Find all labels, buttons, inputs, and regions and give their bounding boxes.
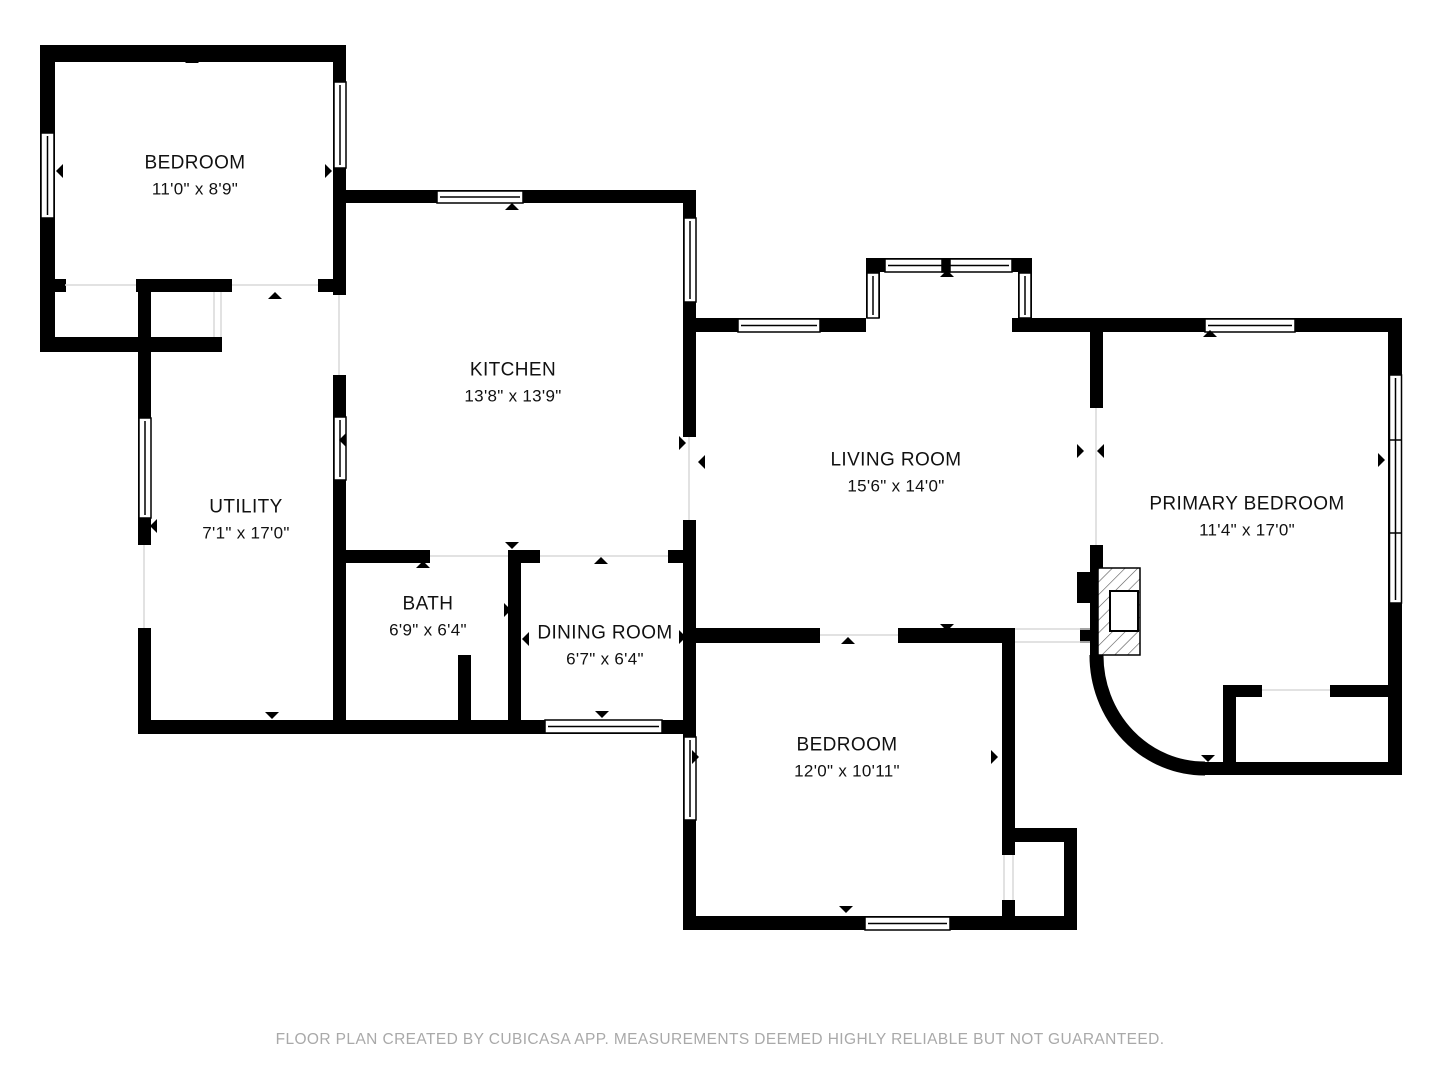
window xyxy=(683,736,697,821)
room-dimensions: 12'0" x 10'11" xyxy=(794,761,900,781)
room-dimensions: 15'6" x 14'0" xyxy=(847,476,945,496)
room-label-bedroom-top-left: BEDROOM 11'0" x 8'9" xyxy=(145,151,246,202)
room-label-utility: UTILITY 7'1" x 17'0" xyxy=(202,495,289,546)
window xyxy=(40,132,55,219)
room-label-bedroom-bottom: BEDROOM 12'0" x 10'11" xyxy=(794,733,900,784)
room-label-primary-bedroom: PRIMARY BEDROOM 11'4" x 17'0" xyxy=(1149,492,1344,543)
window xyxy=(436,190,524,204)
room-name: UTILITY xyxy=(209,496,283,518)
window xyxy=(1018,272,1032,319)
room-name: DINING ROOM xyxy=(537,622,673,644)
windows xyxy=(40,81,1403,931)
room-label-kitchen: KITCHEN 13'8" x 13'9" xyxy=(464,358,561,409)
room-name: BEDROOM xyxy=(144,152,246,174)
window xyxy=(1204,318,1296,333)
door-openings xyxy=(65,284,1330,900)
room-dimensions: 7'1" x 17'0" xyxy=(202,523,290,543)
room-label-bath: BATH 6'9" x 6'4" xyxy=(389,592,467,643)
room-label-dining-room: DINING ROOM 6'7" x 6'4" xyxy=(537,621,672,672)
measure-arrow-icons xyxy=(56,56,1385,913)
window xyxy=(544,719,663,734)
room-name: LIVING ROOM xyxy=(830,449,962,471)
window xyxy=(1388,374,1403,604)
room-name: KITCHEN xyxy=(469,359,557,381)
room-dimensions: 6'7" x 6'4" xyxy=(566,649,644,669)
window xyxy=(866,272,880,319)
curved-wall xyxy=(1089,654,1206,776)
window xyxy=(683,217,697,303)
window xyxy=(333,416,347,481)
room-dimensions: 13'8" x 13'9" xyxy=(464,386,562,406)
room-dimensions: 6'9" x 6'4" xyxy=(389,620,467,640)
footer-disclaimer: FLOOR PLAN CREATED BY CUBICASA APP. MEAS… xyxy=(275,1031,1165,1048)
fireplace xyxy=(1097,567,1141,656)
window xyxy=(333,81,347,169)
room-dimensions: 11'4" x 17'0" xyxy=(1199,520,1295,540)
room-label-living-room: LIVING ROOM 15'6" x 14'0" xyxy=(830,448,961,499)
room-name: BEDROOM xyxy=(796,734,898,756)
window xyxy=(864,916,951,931)
window xyxy=(138,417,152,519)
window xyxy=(884,258,1013,273)
room-dimensions: 11'0" x 8'9" xyxy=(151,179,239,199)
room-name: BATH xyxy=(402,593,454,615)
window xyxy=(737,318,821,333)
room-name: PRIMARY BEDROOM xyxy=(1149,493,1345,515)
